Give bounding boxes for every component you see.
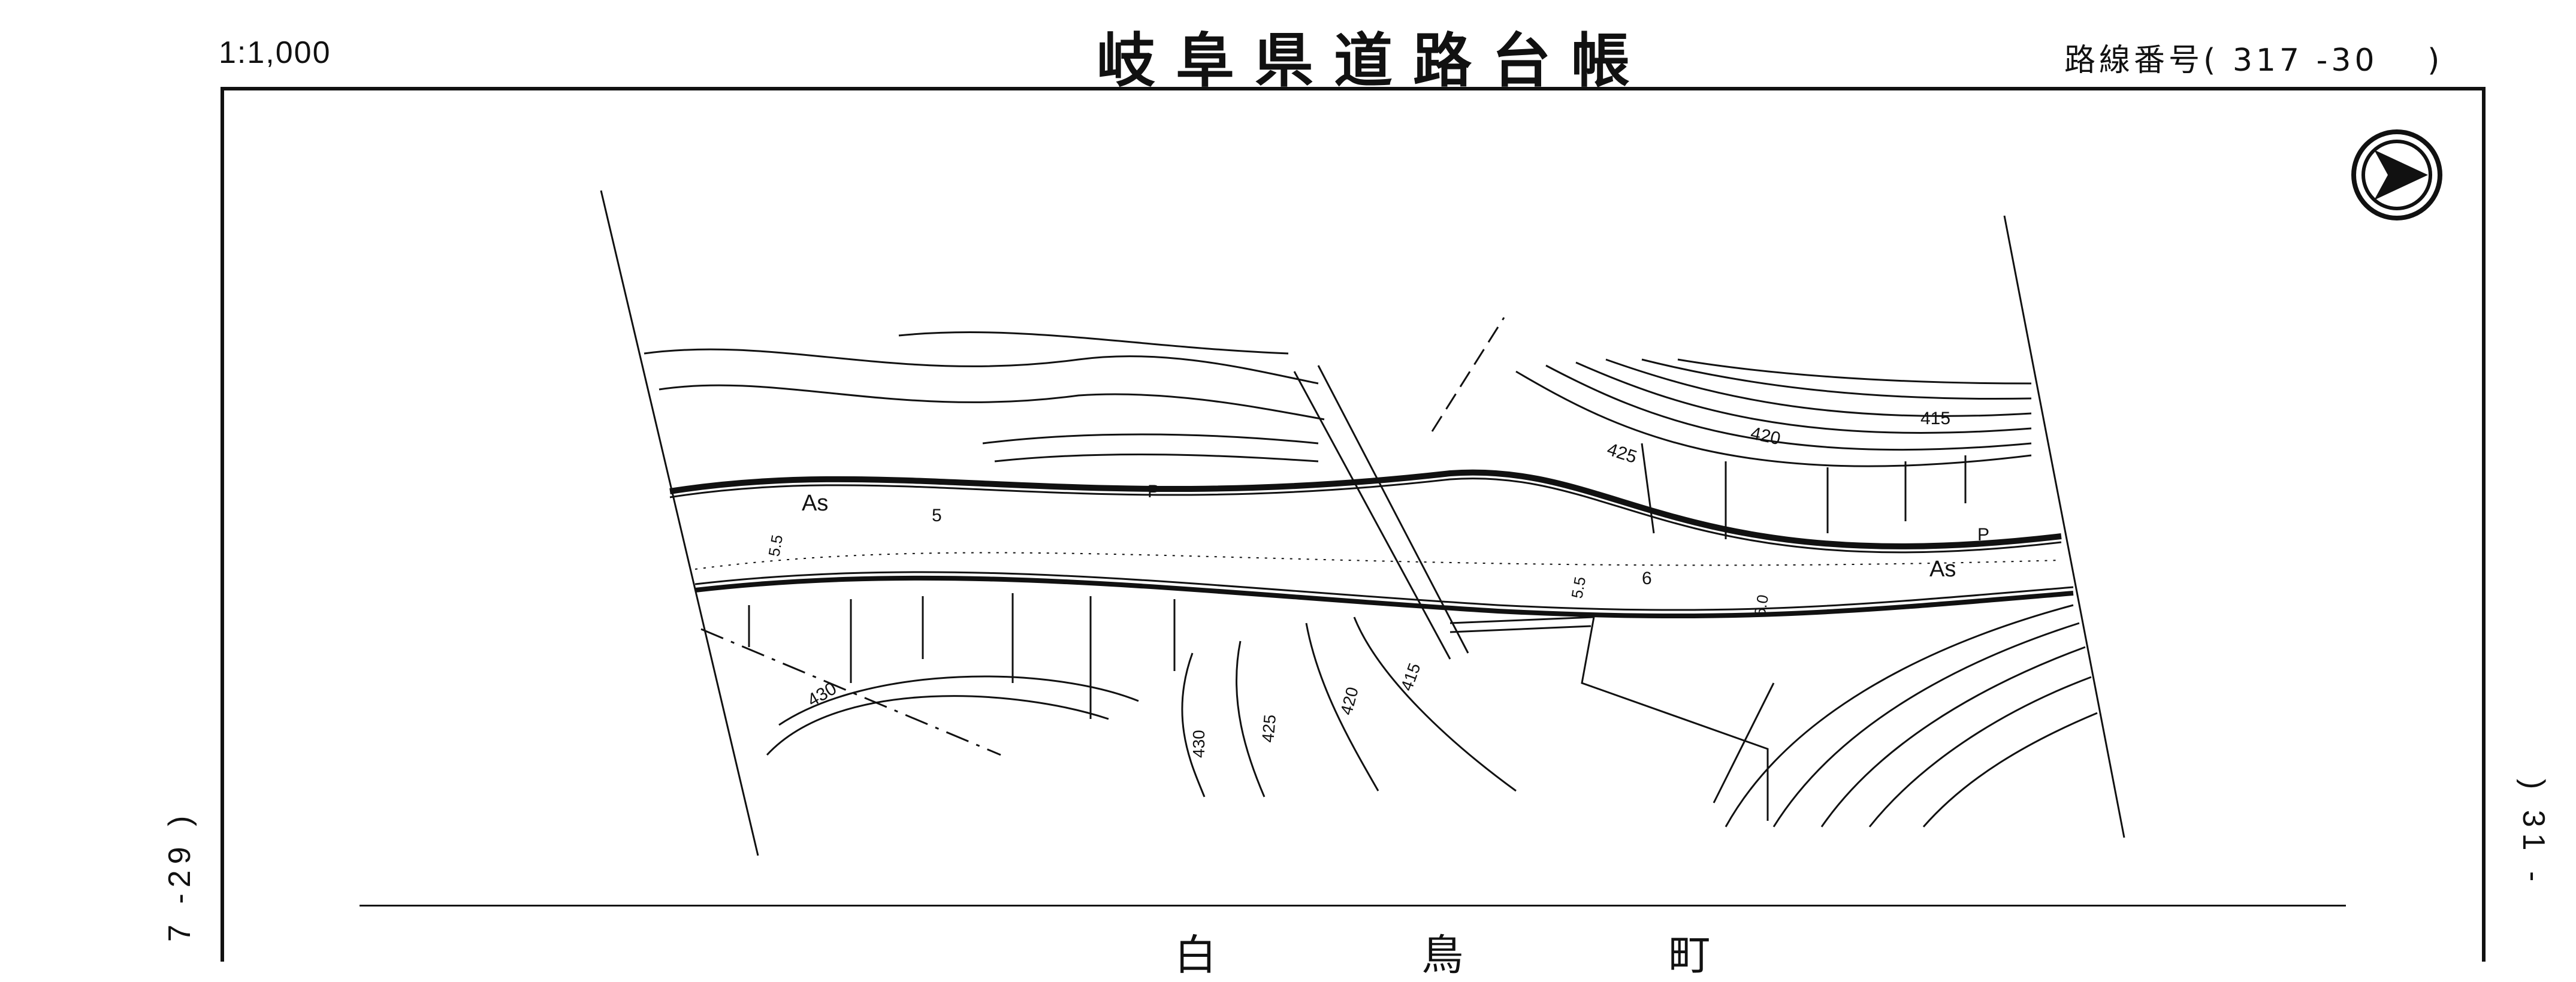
sheet-boundary-lines [600,190,2125,856]
width-label-2: 5 [932,506,942,525]
sheet-header: 1:1,000 岐阜県道路台帳 路線番号( 317 -30 ) [0,0,2576,95]
contour-label-420-lower: 420 [1337,685,1362,717]
map-scale: 1:1,000 [219,35,331,70]
contours-upper-right [1515,358,2032,467]
width-label-1: 5.5 [765,533,786,558]
contours-upper-left [644,331,1325,463]
contour-label-425-lower: 425 [1258,714,1279,743]
contour-label-415-upper: 415 [1920,409,1950,428]
contours-lower-right [1725,604,2098,827]
contour-label-420-upper: 420 [1749,424,1783,449]
contour-label-425-upper: 425 [1605,439,1639,467]
contours-lower-left [766,617,1517,797]
road-map-drawing: As As P P 5.5 5 5.5 6 6.0 415 420 425 43… [600,129,2442,856]
route-number: 路線番号( 317 -30 ) [2064,35,2443,80]
map-frame [221,87,2486,962]
north-arrow-icon [2351,129,2442,220]
contour-label-430-lower: 430 [804,678,840,711]
sidewalk-label-left: P [1147,482,1159,501]
map-labels: As As P P 5.5 5 5.5 6 6.0 415 420 425 43… [765,409,1989,758]
title-separator [360,905,2346,907]
route-close: ) [2427,43,2444,78]
road-edges [669,469,2074,619]
width-label-3: 5.5 [1568,575,1589,600]
slope-hatching [748,443,1967,719]
contour-label-430-lower-2: 430 [1189,730,1208,758]
side-roads [700,317,1775,821]
width-label-4: 6 [1642,569,1652,588]
route-label: 路線番号( [2064,43,2219,78]
adjacent-sheet-right: ) 31 - [2516,779,2551,888]
width-label-5: 6.0 [1750,593,1772,618]
road-surface-label-right: As [1929,557,1956,582]
page-title: 岐阜県道路台帳 [1097,27,1651,95]
route-value: 317 -30 [2232,43,2378,78]
sidewalk-label-right: P [1977,525,1989,545]
contour-label-415-lower: 415 [1397,661,1424,694]
road-surface-label-left: As [802,491,828,516]
